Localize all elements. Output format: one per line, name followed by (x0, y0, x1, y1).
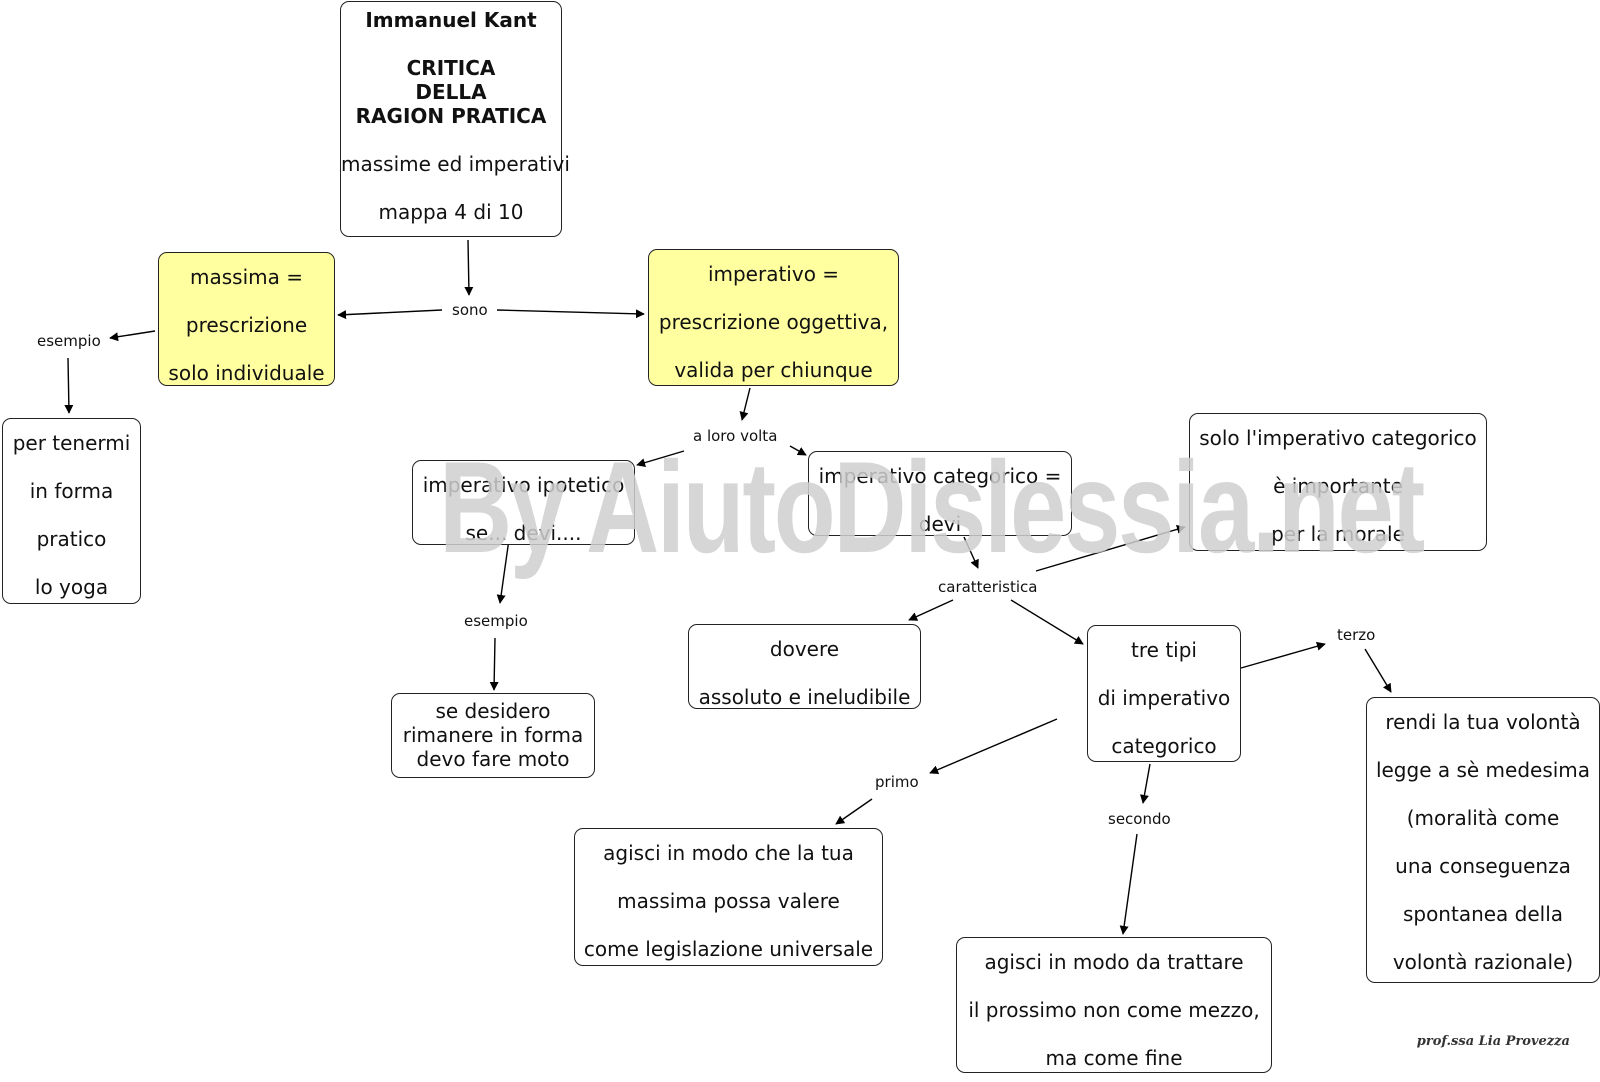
node-agisci-prossimo-line-1: agisci in modo da trattare (984, 950, 1244, 974)
node-categorico-line-2: devi (918, 512, 962, 536)
node-per-tenermi-line-1: per tenermi (12, 431, 131, 455)
edge-caratteristica-solo (1035, 524, 1186, 572)
edge-massima-esempio (109, 330, 156, 342)
node-imperativo[interactable]: imperativo = prescrizione oggettiva, val… (648, 249, 899, 386)
link-label-terzo: terzo (1337, 626, 1376, 644)
node-massima-line-1: massima = (190, 265, 303, 289)
edge-caratteristica-dovere (908, 599, 954, 621)
node-ipotetico-line-2: se... devi.... (465, 521, 582, 545)
node-tre-tipi[interactable]: tre tipi di imperativo categorico (1087, 625, 1241, 762)
node-imperativo-line-3: valida per chiunque (674, 358, 873, 382)
node-massima-line-3: solo individuale (168, 361, 325, 385)
node-se-desidero[interactable]: se desidero rimanere in forma devo fare … (391, 693, 595, 778)
edge-sono-massima (337, 309, 443, 320)
link-label-sono: sono (452, 301, 488, 319)
node-tre-tipi-line-2: di imperativo (1097, 686, 1231, 710)
edge-title-sono (464, 239, 474, 296)
node-solo-line-2: è importante (1273, 474, 1403, 498)
node-solo-line-1: solo l'imperativo categorico (1199, 426, 1477, 450)
node-rendi-line-4: una conseguenza (1395, 854, 1571, 878)
edge-tretipi-terzo (1240, 641, 1326, 669)
node-imperativo-categorico[interactable]: imperativo categorico = devi (808, 451, 1072, 536)
node-imperativo-line-2: prescrizione oggettiva, (658, 310, 889, 334)
node-rendi-line-5: spontanea della (1402, 902, 1564, 926)
edge-primo-agisci (835, 798, 873, 825)
link-label-a-loro-volta: a loro volta (693, 427, 778, 445)
node-massima[interactable]: massima = prescrizione solo individuale (158, 252, 335, 386)
link-label-caratteristica: caratteristica (938, 578, 1038, 596)
node-agisci-prossimo-line-3: ma come fine (1045, 1046, 1183, 1070)
node-dovere[interactable]: dovere assoluto e ineludibile (688, 624, 921, 709)
node-per-tenermi-line-2: in forma (29, 479, 114, 503)
node-se-desidero-line-2: rimanere in forma (402, 723, 584, 747)
node-solo-categorico[interactable]: solo l'imperativo categorico è important… (1189, 413, 1487, 551)
link-label-secondo: secondo (1108, 810, 1171, 828)
node-rendi-line-2: legge a sè medesima (1375, 758, 1591, 782)
edge-imperativo-aloro (739, 387, 751, 421)
title-line-2: DELLA (415, 80, 487, 104)
edge-terzo-rendi (1364, 648, 1392, 693)
author-signature: prof.ssa Lia Provezza (1416, 1034, 1570, 1049)
link-label-esempio-ipotetico: esempio (464, 612, 528, 630)
node-per-tenermi-line-4: lo yoga (34, 575, 109, 599)
edge-caratteristica-tretipi (1010, 599, 1084, 645)
title-line-1: CRITICA (406, 56, 496, 80)
node-agisci-prossimo-line-2: il prossimo non come mezzo, (968, 998, 1260, 1022)
node-agisci-massima-line-3: come legislazione universale (583, 937, 874, 961)
edge-aloro-categorico (789, 445, 807, 456)
node-imperativo-line-1: imperativo = (707, 262, 840, 286)
node-dovere-line-2: assoluto e ineludibile (698, 685, 911, 709)
node-rendi-line-1: rendi la tua volontà (1385, 710, 1581, 734)
node-agisci-prossimo[interactable]: agisci in modo da trattare il prossimo n… (956, 937, 1272, 1073)
edge-esempio-sedesidero (489, 637, 499, 691)
node-imperativo-ipotetico[interactable]: imperativo ipotetico se... devi.... (412, 460, 635, 545)
node-rendi-line-6: volontà razionale) (1392, 950, 1574, 974)
edge-tretipi-secondo (1140, 763, 1151, 804)
node-rendi[interactable]: rendi la tua volontà legge a sè medesima… (1366, 697, 1600, 983)
edge-tretipi-primo (929, 718, 1058, 774)
node-per-tenermi[interactable]: per tenermi in forma pratico lo yoga (2, 418, 141, 604)
node-massima-line-2: prescrizione (185, 313, 308, 337)
edge-categorico-caratteristica (963, 536, 979, 569)
edge-sono-imperativo (496, 309, 645, 319)
link-label-esempio-massima: esempio (37, 332, 101, 350)
node-categorico-line-1: imperativo categorico = (818, 464, 1062, 488)
edge-esempio-pertenermi (64, 357, 74, 414)
map-index: mappa 4 di 10 (378, 200, 524, 224)
node-tre-tipi-line-1: tre tipi (1131, 638, 1197, 662)
node-agisci-massima-line-1: agisci in modo che la tua (603, 841, 854, 865)
node-rendi-line-3: (moralità come (1406, 806, 1560, 830)
subtitle: massime ed imperativi (341, 152, 570, 176)
node-agisci-massima[interactable]: agisci in modo che la tua massima possa … (574, 828, 883, 966)
node-solo-line-3: per la morale (1271, 522, 1405, 546)
node-ipotetico-line-1: imperativo ipotetico (422, 473, 625, 497)
node-se-desidero-line-1: se desidero (435, 699, 551, 723)
title-line-3: RAGION PRATICA (355, 104, 547, 128)
author-name: Immanuel Kant (365, 8, 537, 32)
node-dovere-line-1: dovere (769, 637, 840, 661)
title-node[interactable]: Immanuel Kant CRITICA DELLA RAGION PRATI… (340, 1, 570, 237)
edge-aloro-ipotetico (636, 450, 685, 468)
node-agisci-massima-line-2: massima possa valere (617, 889, 840, 913)
link-label-primo: primo (875, 773, 919, 791)
node-tre-tipi-line-3: categorico (1111, 734, 1217, 758)
edge-secondo-agisci (1119, 833, 1138, 935)
node-se-desidero-line-3: devo fare moto (416, 747, 570, 771)
node-per-tenermi-line-3: pratico (36, 527, 107, 551)
